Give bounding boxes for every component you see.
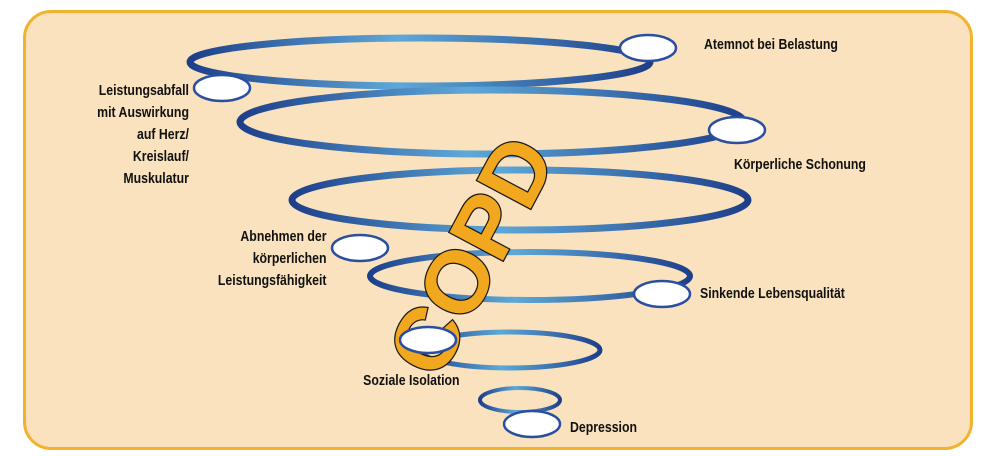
spiral-loop-6 (480, 388, 560, 412)
node-depression (504, 411, 560, 437)
label-leistungsabfall: Leistungsabfall mit Auswirkung auf Herz/… (97, 80, 189, 190)
label-lebensqualitaet: Sinkende Lebensqualität (700, 283, 845, 305)
node-lebensqualitaet (634, 281, 690, 307)
label-depression: Depression (570, 417, 637, 439)
copd-title: COPD (368, 120, 575, 391)
node-leistungsabfall (194, 75, 250, 101)
node-schonung (709, 117, 765, 143)
spiral-loop-1 (190, 38, 650, 86)
node-isolation (400, 327, 456, 353)
label-abnehmen: Abnehmen der körperlichen Leistungsfähig… (218, 226, 327, 292)
node-atemnot (620, 35, 676, 61)
label-isolation: Soziale Isolation (364, 370, 460, 392)
label-atemnot: Atemnot bei Belastung (704, 34, 838, 56)
node-abnehmen (332, 235, 388, 261)
label-schonung: Körperliche Schonung (734, 154, 866, 176)
